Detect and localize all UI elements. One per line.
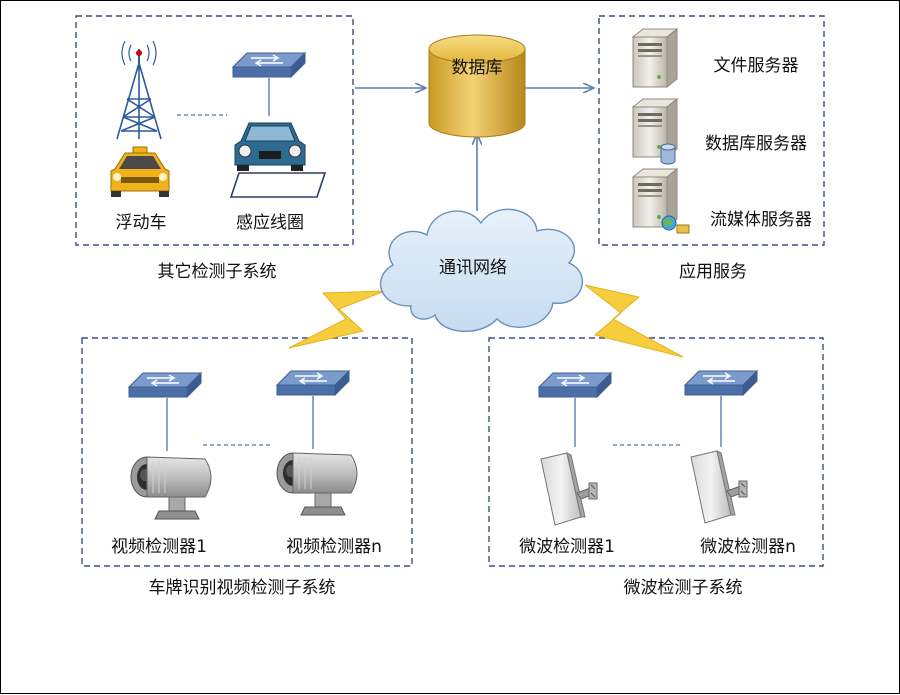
switch-icon-other bbox=[232, 52, 306, 78]
switch-icon-video-1 bbox=[128, 372, 202, 398]
taxi-icon bbox=[110, 146, 170, 197]
lightning-bolt-left bbox=[288, 290, 386, 349]
floating-car-label: 浮动车 bbox=[116, 213, 167, 233]
database-icon bbox=[428, 34, 526, 138]
group-label-other: 其它检测子系统 bbox=[158, 262, 277, 282]
media-server-label: 流媒体服务器 bbox=[710, 210, 812, 230]
car-icon bbox=[234, 122, 306, 171]
globe-icon bbox=[661, 215, 690, 234]
lightning-bolt-right bbox=[584, 284, 684, 358]
mwn-label: 微波检测器n bbox=[700, 537, 796, 557]
group-box-app bbox=[598, 15, 825, 246]
file-server-label: 文件服务器 bbox=[714, 56, 799, 76]
database-small-icon bbox=[660, 143, 676, 165]
switch-icon-mw-1 bbox=[538, 372, 612, 398]
db-server-label: 数据库服务器 bbox=[705, 134, 807, 154]
induction-loop-icon bbox=[229, 172, 327, 198]
cloud-network-icon bbox=[379, 208, 584, 332]
group-box-microwave bbox=[488, 337, 824, 567]
group-label-microwave: 微波检测子系统 bbox=[624, 578, 743, 598]
mw1-label: 微波检测器1 bbox=[519, 537, 615, 557]
database-label: 数据库 bbox=[452, 58, 503, 78]
group-label-app: 应用服务 bbox=[679, 262, 747, 282]
switch-icon-video-n bbox=[276, 370, 350, 396]
loop-label: 感应线圈 bbox=[236, 213, 304, 233]
microwave-panel-icon-1 bbox=[540, 452, 598, 526]
group-label-video: 车牌识别视频检测子系统 bbox=[149, 578, 336, 598]
switch-icon-mw-n bbox=[684, 370, 758, 396]
camera-icon-n bbox=[276, 452, 358, 516]
group-box-other bbox=[75, 15, 354, 246]
radio-tower-icon bbox=[116, 40, 162, 140]
network-label: 通讯网络 bbox=[439, 258, 507, 278]
group-box-video bbox=[81, 337, 413, 567]
video1-label: 视频检测器1 bbox=[111, 537, 207, 557]
microwave-panel-icon-n bbox=[690, 450, 748, 524]
camera-icon-1 bbox=[130, 456, 212, 520]
server-icon-file bbox=[632, 28, 678, 88]
videon-label: 视频检测器n bbox=[286, 537, 382, 557]
